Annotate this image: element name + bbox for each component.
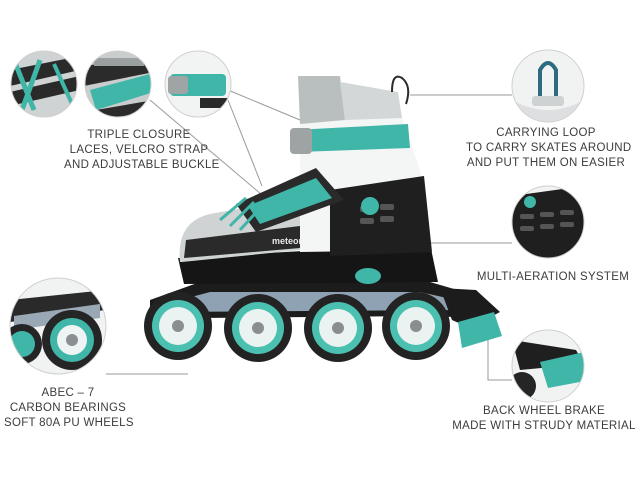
closure-line-c — [149, 99, 269, 201]
wheel-1 — [144, 292, 212, 360]
buckle-detail-circle — [164, 50, 232, 118]
brake-line — [487, 322, 512, 381]
closure-line-3: AND ADJUSTABLE BUCKLE — [64, 159, 220, 171]
aeration-vent-2 — [380, 204, 394, 210]
brake-detail-circle — [511, 329, 585, 403]
buckle-clip — [290, 128, 312, 154]
aeration-detail-circle — [511, 185, 585, 259]
laces — [219, 196, 264, 232]
wheel-4 — [382, 292, 450, 360]
callout-lines — [106, 89, 512, 381]
carrying-loop-line-1: CARRYING LOOP — [496, 127, 596, 139]
aeration-vent-3 — [360, 218, 374, 224]
velcro-detail-circle — [84, 50, 152, 118]
closure-line-2: LACES, VELCRO STRAP — [69, 144, 209, 156]
boot-tongue — [298, 76, 345, 124]
brake-line-2: MADE WITH STRUDY MATERIAL — [452, 420, 636, 432]
laces-detail-circle — [10, 50, 78, 118]
carrying-loop-detail-circle — [511, 49, 585, 123]
ankle-rivet — [361, 197, 379, 215]
carrying-loop — [391, 75, 410, 105]
toe-bumper — [184, 226, 300, 258]
aeration-vent-4 — [380, 216, 394, 222]
inline-skate: meteor — [144, 75, 502, 362]
bearings-callout: ABEC – 7 CARBON BEARINGS SOFT 80A PU WHE… — [4, 386, 134, 431]
buckle-strap — [294, 124, 410, 152]
bearings-line-3: SOFT 80A PU WHEELS — [4, 417, 134, 429]
aeration-callout: MULTI-AERATION SYSTEM — [470, 270, 636, 285]
closure-line-b — [227, 99, 263, 187]
brake-line-1: BACK WHEEL BRAKE — [483, 405, 605, 417]
carrying-loop-callout: CARRYING LOOP TO CARRY SKATES AROUND AND… — [466, 126, 632, 171]
wheel-3 — [304, 294, 372, 362]
brake-callout: BACK WHEEL BRAKE MADE WITH STRUDY MATERI… — [452, 404, 636, 434]
velcro-strap-accent — [248, 178, 332, 224]
bearings-line-1: ABEC – 7 — [41, 387, 95, 399]
closure-line-a — [227, 89, 301, 121]
closure-callout: TRIPLE CLOSURE LACES, VELCRO STRAP AND A… — [64, 128, 220, 173]
aeration-line-1: MULTI-AERATION SYSTEM — [476, 271, 630, 283]
carrying-loop-line-2: TO CARRY SKATES AROUND — [466, 142, 632, 154]
size-adjust-button — [355, 268, 381, 284]
heel-cup — [330, 176, 432, 256]
boot-collar — [340, 82, 402, 120]
bearings-line-2: CARBON BEARINGS — [9, 402, 127, 414]
wheel-2 — [224, 294, 292, 362]
closure-line-1: TRIPLE CLOSURE — [87, 129, 191, 141]
brand-logo: meteor — [272, 236, 303, 246]
carrying-loop-line-3: AND PUT THEM ON EASIER — [466, 157, 626, 169]
bearings-detail-circle — [9, 277, 107, 375]
brake-pad — [458, 312, 502, 348]
